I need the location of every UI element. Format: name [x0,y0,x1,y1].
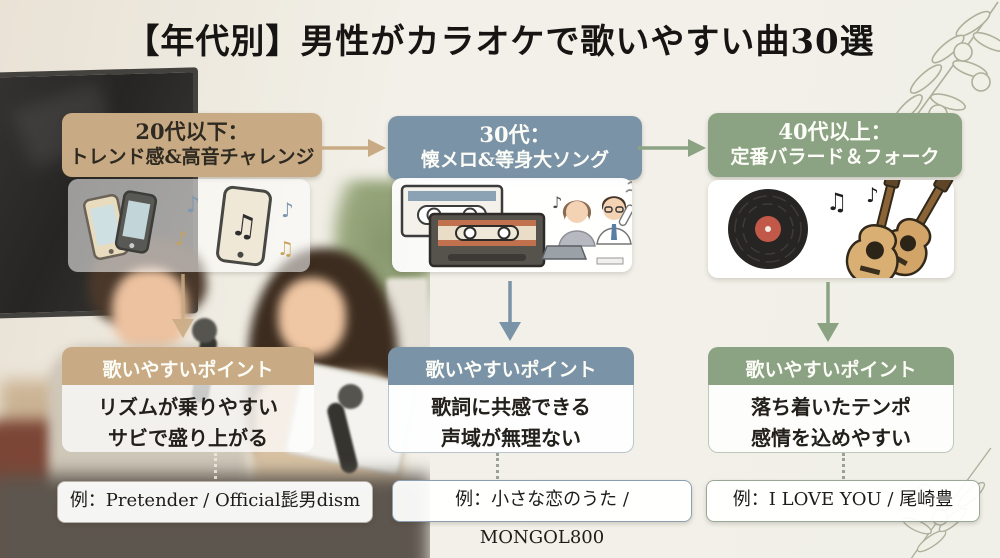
age-group-label: 30代： [479,122,551,147]
svg-text:♫: ♫ [826,188,848,216]
office-workers-icon: ♪ [540,181,632,265]
cassette-people-icons: ♪ [400,181,632,268]
icon-panel-20s: ♫ ♪ ♪ ♪ ♫ [68,179,310,272]
dotted-connector-20s [214,453,217,479]
microphone-head [338,384,363,409]
age-group-label: 20代以下： [135,119,249,144]
icon-panel-30s: ♪ [392,178,632,272]
svg-text:♪: ♪ [281,198,294,222]
svg-text:♪: ♪ [552,193,562,212]
point-line: サビで盛り上がる [108,426,268,450]
theme-label: 懐メロ&等身大ソング [420,149,610,172]
man-worker [596,181,632,245]
acoustic-guitar-icon [845,180,954,278]
arrow-down-30s [497,281,523,343]
svg-text:♪: ♪ [186,193,200,218]
points-header-30s: 歌いやすいポイント [388,347,634,385]
svg-text:♪: ♪ [175,228,187,250]
example-song: 例：Pretender / Official髭男dism [69,490,361,511]
cassette-tape-icon [400,184,546,268]
arrow-right-30s-40s [638,137,708,159]
smartphone-music-icons: ♫ ♪ ♪ ♪ ♫ [83,185,294,267]
points-body-30s: 歌詞に共感できる 声域が無理ない [388,385,634,453]
age-header-40s: 40代以上： 定番バラード＆フォーク [708,113,962,177]
theme-label: 定番バラード＆フォーク [730,146,940,169]
music-note-icon: ♪ ♪ ♪ ♫ [175,193,294,260]
vinyl-record-icon [728,189,808,269]
svg-text:♫: ♫ [277,238,294,260]
icon-panel-40s: ♫ ♪ [708,180,954,278]
microphone-head [192,318,217,343]
points-body-40s: 落ち着いたテンポ 感情を込めやすい [708,385,954,453]
example-song: 例：I LOVE YOU / 尾崎豊 [732,489,954,510]
age-header-30s: 30代： 懐メロ&等身大ソング [388,116,642,180]
arrow-right-20s-30s [318,137,388,159]
example-box-30s: 例：小さな恋のうた / MONGOL800 [392,480,692,548]
point-line: 声域が無理ない [441,426,581,450]
woman-worker [540,200,596,260]
points-title: 歌いやすいポイント [102,359,274,381]
age-header-20s: 20代以下： トレンド感&高音チャレンジ [62,113,322,177]
arrow-down-20s [170,274,196,340]
example-box-20s: 例：Pretender / Official髭男dism [57,481,373,523]
age-group-label: 40代以上： [778,119,892,144]
music-note-icon: ♫ ♪ [826,183,879,216]
points-body-20s: リズムが乗りやすい サビで盛り上がる [62,385,314,452]
smartphone-music-icon: ♫ [216,185,272,267]
dotted-connector-40s [842,453,845,479]
points-header-40s: 歌いやすいポイント [708,347,954,385]
point-line: 落ち着いたテンポ [751,395,911,419]
woman-face [278,278,346,356]
points-header-20s: 歌いやすいポイント [62,347,314,385]
example-song: 例：小さな恋のうた / MONGOL800 [455,489,629,548]
vinyl-guitar-icons: ♫ ♪ [728,180,954,278]
man-face [112,268,188,354]
point-line: リズムが乗りやすい [98,395,278,419]
point-line: 歌詞に共感できる [431,395,591,419]
dotted-connector-30s [496,453,499,479]
theme-label: トレンド感&高音チャレンジ [69,146,315,169]
arrow-down-40s [815,282,841,344]
points-title: 歌いやすいポイント [425,359,597,381]
points-title: 歌いやすいポイント [745,359,917,381]
point-line: 感情を込めやすい [751,426,911,450]
example-box-40s: 例：I LOVE YOU / 尾崎豊 [706,480,980,522]
page-title: 【年代別】男性がカラオケで歌いやすい曲30選 [125,22,875,62]
smartphone-icon [83,190,158,261]
svg-text:♪: ♪ [866,183,879,207]
svg-text:♫: ♫ [228,207,259,245]
